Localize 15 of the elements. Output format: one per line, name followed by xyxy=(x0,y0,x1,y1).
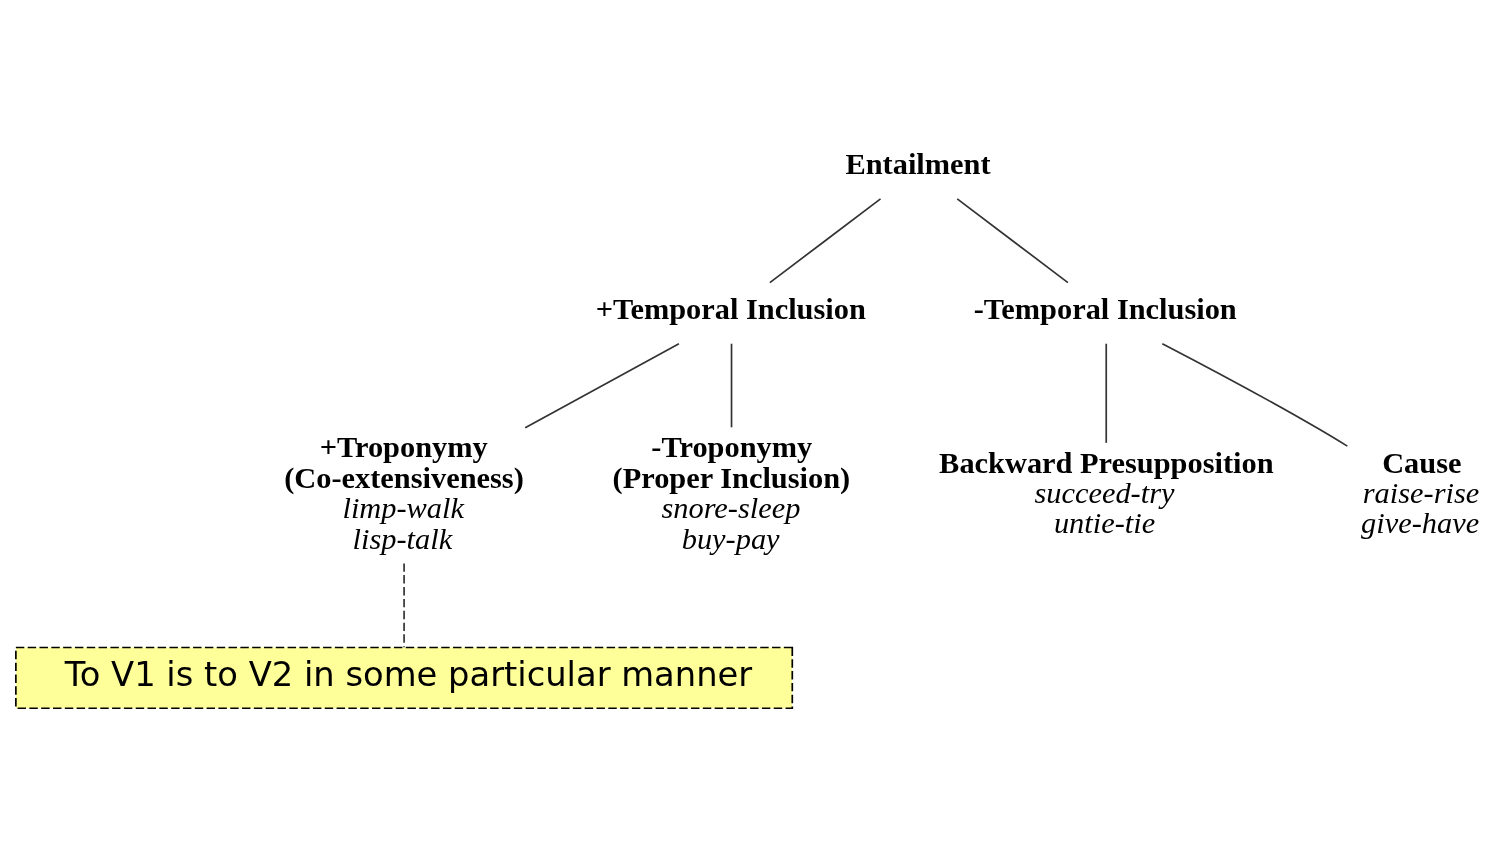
connector xyxy=(769,197,882,283)
connector xyxy=(730,342,733,428)
node-text: -Troponymy (Proper Inclusion) snore-sleep buy-pay xyxy=(612,429,851,556)
node-text: -Temporal Inclusion xyxy=(973,291,1237,326)
node-text: Entailment xyxy=(845,146,991,181)
connector xyxy=(524,342,680,429)
node-text: Backward Presupposition succeed-try untie-tie xyxy=(939,445,1274,540)
node-text: +Troponymy (Co-extensiveness) limp-walk lisp-talk xyxy=(284,429,524,556)
node-text: +Temporal Inclusion xyxy=(595,291,866,326)
node-box: To V1 is to V2 in some particular manner xyxy=(15,646,794,709)
connector xyxy=(1161,342,1349,447)
connector xyxy=(956,197,1069,283)
connector xyxy=(403,562,405,648)
node-text: Cause raise-rise give-have xyxy=(1361,445,1480,540)
connector xyxy=(1105,342,1108,444)
